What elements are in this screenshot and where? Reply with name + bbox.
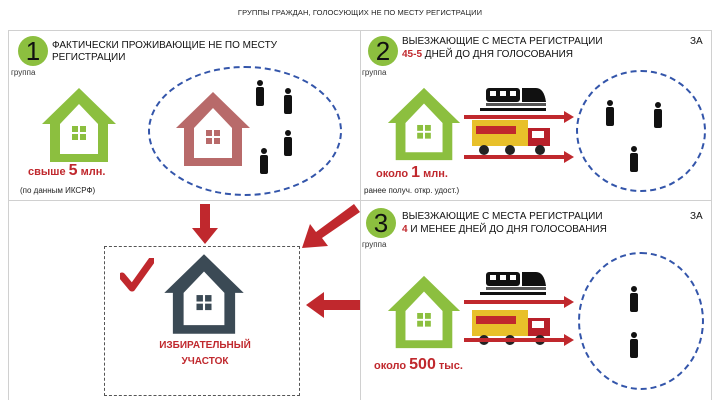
group1-stat-suffix: млн. <box>78 166 106 178</box>
group3-label: группа <box>362 240 386 249</box>
person-icon <box>258 148 270 174</box>
group1-label: группа <box>11 68 35 77</box>
group3-arrows <box>464 294 574 350</box>
group2-dashed-ellipse <box>576 70 706 192</box>
grid-right-line <box>711 30 712 400</box>
person-icon <box>254 80 266 106</box>
group3-heading-line1: ВЫЕЗЖАЮЩИЕ С МЕСТА РЕГИСТРАЦИИ <box>402 211 662 223</box>
group1-stat-prefix: свыше <box>28 166 69 178</box>
checkmark-icon <box>120 258 154 294</box>
group2-stat-suffix: млн. <box>420 168 448 180</box>
grid-divider-v <box>360 30 361 400</box>
person-icon <box>282 88 294 114</box>
group2-note: ранее получ. откр. удост.) <box>364 186 459 195</box>
page-title: ГРУППЫ ГРАЖДАН, ГОЛОСУЮЩИХ НЕ ПО МЕСТУ Р… <box>0 8 720 17</box>
group3-heading-rest: И МЕНЕЕ ДНЕЙ ДО ДНЯ ГОЛОСОВАНИЯ <box>408 224 607 235</box>
group2-heading-line2: 45-5 ДНЕЙ ДО ДНЯ ГОЛОСОВАНИЯ <box>402 49 692 61</box>
group2-arrows <box>464 105 574 165</box>
arrow-diagonal-icon <box>300 204 360 250</box>
arrow-left-icon <box>306 292 360 318</box>
person-icon <box>604 100 616 126</box>
group2-heading-rest: ДНЕЙ ДО ДНЯ ГОЛОСОВАНИЯ <box>422 49 573 60</box>
group2-days: 45-5 <box>402 49 422 60</box>
polling-station-line1: ИЗБИРАТЕЛЬНЫЙ <box>140 338 270 354</box>
group3-heading-line2: 4 И МЕНЕЕ ДНЕЙ ДО ДНЯ ГОЛОСОВАНИЯ <box>402 224 692 236</box>
person-icon <box>652 102 664 128</box>
polling-station-label: ИЗБИРАТЕЛЬНЫЙ УЧАСТОК <box>140 338 270 370</box>
person-icon <box>628 286 640 312</box>
group3-dashed-ellipse <box>578 252 704 390</box>
grid-top-line <box>8 30 712 31</box>
person-icon <box>628 332 640 358</box>
group3-stat-suffix: тыс. <box>436 360 463 372</box>
group3-heading-za: ЗА <box>690 211 703 223</box>
group2-stat-prefix: около <box>376 168 411 180</box>
group1-number-badge: 1 <box>18 36 48 66</box>
group2-heading-line1: ВЫЕЗЖАЮЩИЕ С МЕСТА РЕГИСТРАЦИИ <box>402 36 662 48</box>
home-icon-group1-destination <box>172 88 254 170</box>
group1-heading: ФАКТИЧЕСКИ ПРОЖИВАЮЩИЕ НЕ ПО МЕСТУ РЕГИС… <box>52 40 342 64</box>
arrow-down-icon <box>192 204 218 244</box>
home-icon-group3 <box>384 272 464 352</box>
home-icon-group2 <box>384 84 464 164</box>
group2-label: группа <box>362 68 386 77</box>
group2-heading-za: ЗА <box>690 36 703 48</box>
polling-station-icon <box>160 250 248 338</box>
group3-stat-prefix: около <box>374 360 409 372</box>
home-icon-group1 <box>38 84 120 166</box>
group1-stat-value: 5 <box>69 162 78 179</box>
person-icon <box>628 146 640 172</box>
group2-stat: около 1 млн. <box>376 164 448 182</box>
grid-left-line <box>8 30 9 400</box>
group1-stat: свыше 5 млн. <box>28 162 105 180</box>
polling-station-line2: УЧАСТОК <box>140 354 270 370</box>
group3-stat-value: 500 <box>409 356 436 373</box>
person-icon <box>282 130 294 156</box>
group1-note: (по данным ИКСРФ) <box>20 186 95 195</box>
group3-number-badge: 3 <box>366 208 396 238</box>
group2-stat-value: 1 <box>411 164 420 181</box>
group2-number-badge: 2 <box>368 36 398 66</box>
group3-stat: около 500 тыс. <box>374 356 463 374</box>
